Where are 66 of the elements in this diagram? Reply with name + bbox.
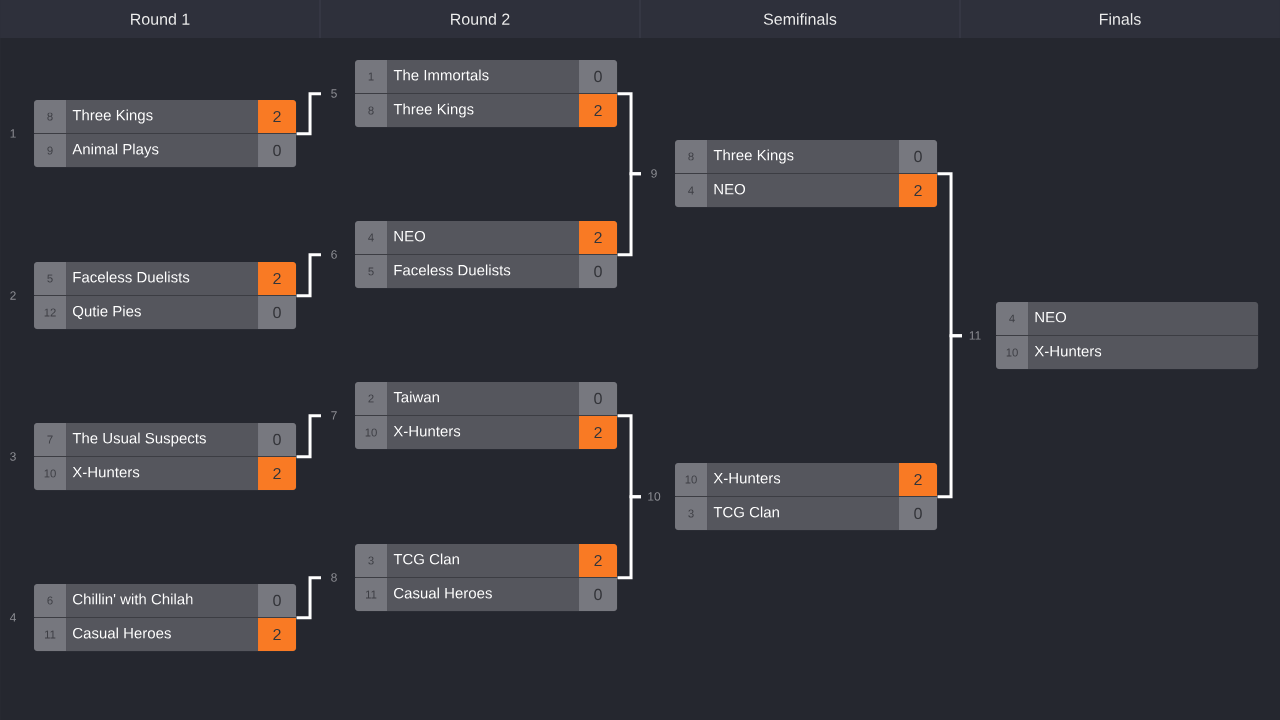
- match-number: 3: [10, 452, 16, 461]
- team-name: TCG Clan: [707, 497, 899, 530]
- team-name: Casual Heroes: [66, 618, 258, 651]
- match-number: 7: [331, 411, 337, 420]
- team-name: Taiwan: [387, 382, 579, 415]
- bracket-line: [296, 576, 321, 620]
- bracket-line: [617, 172, 641, 257]
- match-number: 10: [648, 492, 661, 501]
- column-heading: Semifinals: [763, 13, 837, 25]
- score-cell: 0: [579, 255, 617, 288]
- score-cell: 0: [258, 584, 296, 617]
- match-number: 4: [9, 613, 16, 622]
- score-cell: 0: [579, 60, 617, 93]
- score-cell: 2: [258, 262, 296, 295]
- team-name: NEO: [1028, 302, 1258, 335]
- match-number: 2: [10, 291, 16, 300]
- team-name: X-Hunters: [707, 463, 899, 496]
- bracket-line: [296, 92, 321, 136]
- team-name: Three Kings: [707, 140, 899, 173]
- team-name: NEO: [707, 174, 899, 207]
- team-name: Animal Plays: [66, 134, 258, 167]
- team-name: Chillin' with Chilah: [66, 584, 258, 617]
- team-name: X-Hunters: [387, 416, 579, 449]
- match-number: 11: [969, 331, 981, 340]
- column-heading: Round 2: [451, 13, 510, 25]
- score-cell: 0: [258, 423, 296, 456]
- match-number: 5: [331, 89, 337, 98]
- team-name: Three Kings: [66, 100, 258, 133]
- match-number: 6: [331, 250, 337, 259]
- score-cell: 2: [579, 221, 617, 254]
- bracket-line: [617, 495, 641, 580]
- team-name: X-Hunters: [1028, 336, 1258, 369]
- score-cell: 2: [579, 544, 617, 577]
- team-name: The Immortals: [387, 60, 579, 93]
- bracket-line: [296, 253, 321, 298]
- match-number: 9: [651, 169, 657, 178]
- score-cell: 2: [258, 618, 296, 651]
- seed-cell: 11: [34, 618, 66, 651]
- team-name: NEO: [387, 221, 579, 254]
- team-name: X-Hunters: [66, 457, 258, 490]
- score-cell: 2: [258, 100, 296, 133]
- team-name: Casual Heroes: [387, 578, 579, 611]
- score-cell: 0: [258, 296, 296, 329]
- column-heading: Finals: [1100, 13, 1141, 25]
- score-cell: 0: [579, 578, 617, 611]
- score-cell: 0: [899, 497, 937, 530]
- team-name: Faceless Duelists: [66, 262, 258, 295]
- score-cell: 0: [899, 140, 937, 173]
- bracket-line: [937, 334, 962, 499]
- team-name: Faceless Duelists: [387, 255, 579, 288]
- score-cell: 2: [899, 174, 937, 207]
- score-cell: 2: [579, 94, 617, 127]
- bracket-line: [296, 414, 321, 459]
- score-cell: 0: [579, 382, 617, 415]
- match-number: 8: [331, 573, 337, 582]
- seed-cell: 11: [355, 578, 387, 611]
- score-cell: 2: [258, 457, 296, 490]
- column-heading: Round 1: [131, 13, 190, 25]
- score-cell: 2: [579, 416, 617, 449]
- score-cell: 0: [258, 134, 296, 167]
- match-number: 1: [10, 129, 16, 138]
- team-name: Qutie Pies: [66, 296, 258, 329]
- team-name: The Usual Suspects: [66, 423, 258, 456]
- team-name: TCG Clan: [387, 544, 579, 577]
- team-name: Three Kings: [387, 94, 579, 127]
- score-cell: 2: [899, 463, 937, 496]
